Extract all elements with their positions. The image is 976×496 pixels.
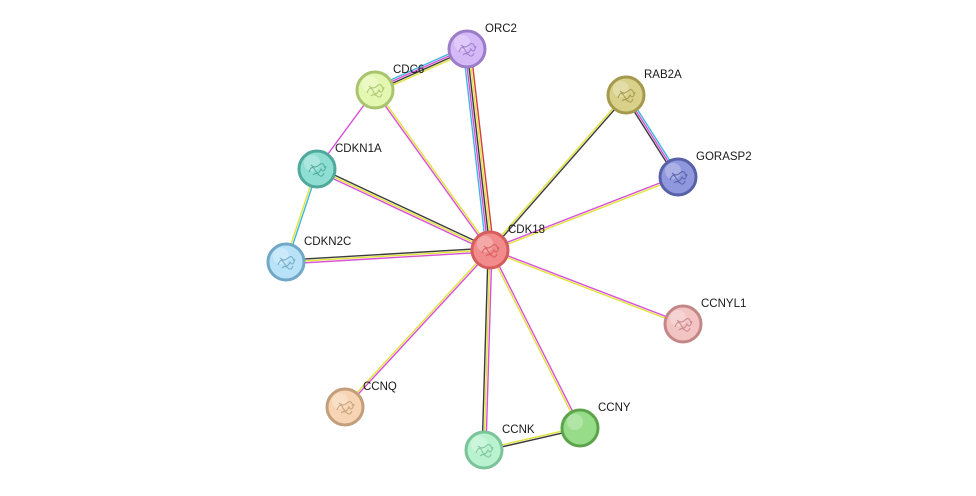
node-ccnk[interactable]: CCNK — [464, 424, 535, 470]
node-ccnq[interactable]: CCNQ — [325, 381, 397, 427]
node-circle[interactable] — [470, 230, 510, 270]
edge-evidence-line — [490, 248, 684, 324]
node-highlight — [331, 392, 349, 410]
edge-cdk18-orc2[interactable] — [462, 48, 495, 251]
edge-evidence-line — [490, 177, 679, 252]
node-highlight — [476, 235, 494, 253]
node-label: CDKN2C — [304, 236, 351, 248]
edge-evidence-line — [489, 175, 678, 250]
protein-structure-icon — [277, 256, 296, 270]
edge-evidence-line — [483, 249, 491, 451]
node-label: CCNQ — [363, 381, 397, 393]
edge-evidence-line — [343, 248, 490, 407]
edge-cdk18-rab2a[interactable] — [488, 93, 628, 252]
edge-evidence-line — [345, 250, 492, 409]
node-circle[interactable] — [355, 70, 395, 110]
node-circle[interactable] — [606, 75, 646, 115]
edge-evidence-line — [315, 170, 490, 253]
node-label: CCNYL1 — [701, 298, 746, 310]
node-label: CCNK — [502, 424, 535, 436]
edge-cdk18-cdkn2c[interactable] — [285, 247, 491, 265]
edge-evidence-line — [490, 95, 628, 252]
edge-evidence-line — [488, 250, 580, 429]
edge-evidence-line — [489, 250, 683, 326]
edge-evidence-line — [490, 249, 582, 428]
node-highlight — [612, 80, 630, 98]
protein-structure-icon — [617, 89, 636, 103]
edge-cdk18-cdkn1a[interactable] — [315, 166, 492, 253]
edge-evidence-line — [462, 49, 487, 251]
node-gorasp2[interactable]: GORASP2 — [658, 151, 752, 197]
node-label: RAB2A — [644, 69, 682, 81]
edge-evidence-line — [485, 250, 493, 451]
edge-evidence-line — [464, 49, 489, 251]
node-ccny[interactable]: CCNY — [560, 402, 631, 448]
node-label: GORASP2 — [696, 151, 752, 163]
edge-evidence-line — [373, 90, 490, 251]
protein-structure-icon — [481, 244, 500, 258]
node-label: CCNY — [598, 402, 631, 414]
node-highlight — [272, 247, 290, 265]
edge-cdk18-cdc6[interactable] — [373, 89, 492, 251]
node-circle[interactable] — [447, 29, 487, 69]
edge-evidence-line — [286, 251, 491, 265]
edge-evidence-line — [285, 247, 490, 261]
node-cdkn1a[interactable]: CDKN1A — [297, 143, 382, 189]
protein-structure-icon — [458, 43, 477, 57]
edge-evidence-line — [316, 168, 491, 251]
node-highlight — [669, 309, 687, 327]
edge-evidence-line — [481, 249, 489, 450]
edge-evidence-line — [468, 48, 493, 250]
node-label: ORC2 — [485, 23, 517, 35]
node-highlight — [361, 75, 379, 93]
protein-structure-icon — [475, 444, 494, 458]
node-label: CDKN1A — [335, 143, 382, 155]
node-highlight — [470, 435, 488, 453]
edge-evidence-line — [470, 48, 495, 250]
protein-structure-icon — [669, 171, 688, 185]
protein-structure-icon — [366, 84, 385, 98]
node-circle[interactable] — [658, 157, 698, 197]
node-highlight — [453, 34, 471, 52]
node-ccnyl1[interactable]: CCNYL1 — [663, 298, 746, 344]
edge-evidence-line — [488, 93, 626, 250]
edge-cdk18-ccnq[interactable] — [343, 248, 492, 409]
node-label: CDK18 — [508, 224, 545, 236]
node-highlight — [664, 162, 682, 180]
edge-evidence-line — [285, 249, 491, 263]
node-circle[interactable] — [464, 430, 504, 470]
edge-evidence-line — [317, 166, 492, 249]
node-circle[interactable] — [325, 387, 365, 427]
edge-cdk18-gorasp2[interactable] — [489, 175, 679, 252]
node-orc2[interactable]: ORC2 — [447, 23, 517, 69]
protein-structure-icon — [308, 163, 327, 177]
node-cdc6[interactable]: CDC6 — [355, 64, 424, 110]
edge-evidence-line — [375, 89, 492, 250]
node-cdk18[interactable]: CDK18 — [470, 224, 545, 270]
protein-structure-icon — [674, 318, 693, 332]
node-highlight — [303, 154, 321, 172]
node-circle[interactable] — [266, 242, 306, 282]
protein-structure-icon — [336, 401, 355, 415]
edge-cdk18-ccnk[interactable] — [481, 249, 493, 451]
edge-cdk18-ccnyl1[interactable] — [489, 248, 684, 326]
node-circle[interactable] — [297, 149, 337, 189]
node-highlight — [566, 413, 584, 431]
node-circle[interactable] — [663, 304, 703, 344]
node-rab2a[interactable]: RAB2A — [606, 69, 682, 115]
node-cdkn2c[interactable]: CDKN2C — [266, 236, 351, 282]
node-label: CDC6 — [393, 64, 424, 76]
edge-cdk18-ccny[interactable] — [488, 249, 582, 429]
node-circle[interactable] — [560, 408, 600, 448]
edge-evidence-line — [466, 48, 491, 251]
